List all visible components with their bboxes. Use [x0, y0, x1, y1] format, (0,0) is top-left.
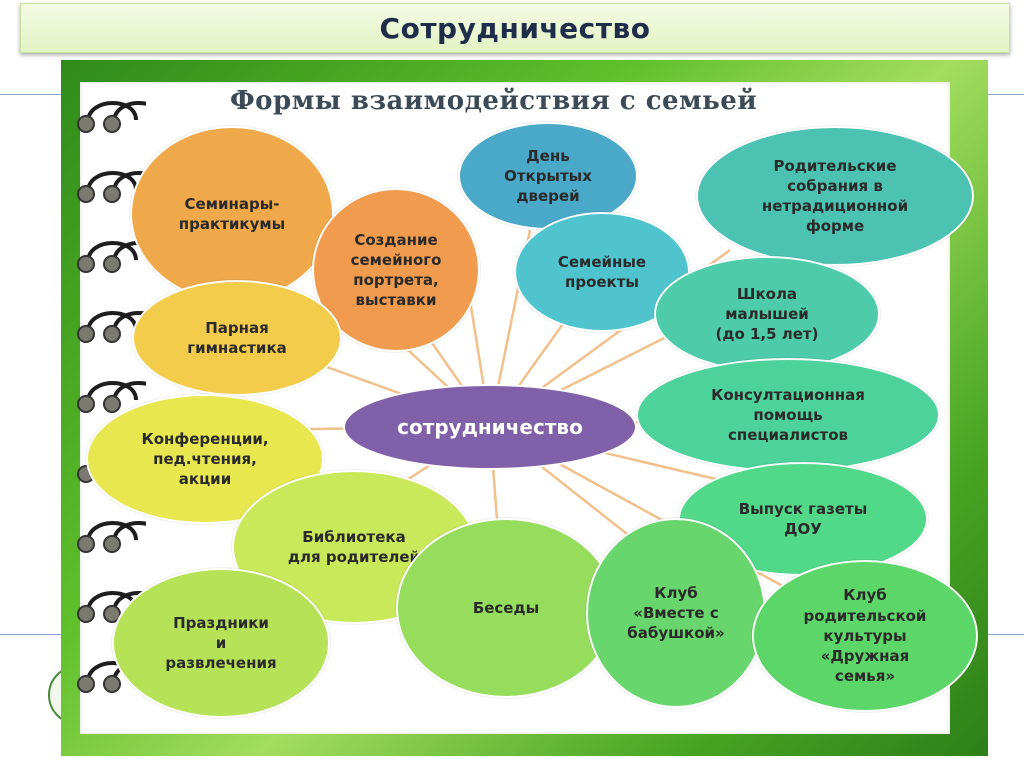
slide-line-right-bottom	[988, 634, 1024, 635]
slide-line-left-top	[0, 94, 61, 95]
node-holidays: Праздники и развлечения	[114, 570, 328, 716]
node-baby-school: Школа малышей (до 1,5 лет)	[656, 258, 878, 370]
diagram-subtitle: Формы взаимодействия с семьей	[230, 86, 758, 116]
node-family-portrait: Создание семейного портрета, выставки	[314, 190, 478, 350]
node-grandma-club: Клуб «Вместе с бабушкой»	[588, 520, 764, 706]
node-seminars: Семинары- практикумы	[132, 128, 332, 300]
node-open-day: День Открытых дверей	[460, 124, 636, 228]
node-newspaper: Выпуск газеты ДОУ	[680, 464, 926, 574]
center-node: сотрудничество	[345, 386, 635, 468]
slide-line-left-bottom	[0, 634, 61, 635]
slide-line-right-top	[988, 94, 1024, 95]
node-parent-meetings: Родительские собрания в нетрадиционной ф…	[698, 128, 972, 264]
node-specialist-help: Консултационная помощь специалистов	[638, 360, 938, 470]
slide-title: Сотрудничество	[379, 11, 651, 45]
node-talks: Беседы	[398, 520, 614, 696]
node-parent-culture-club: Клуб родительской культуры «Дружная семь…	[754, 562, 976, 710]
slide-title-bar: Сотрудничество	[20, 3, 1010, 53]
node-pair-gymnastics: Парная гимнастика	[134, 282, 340, 394]
